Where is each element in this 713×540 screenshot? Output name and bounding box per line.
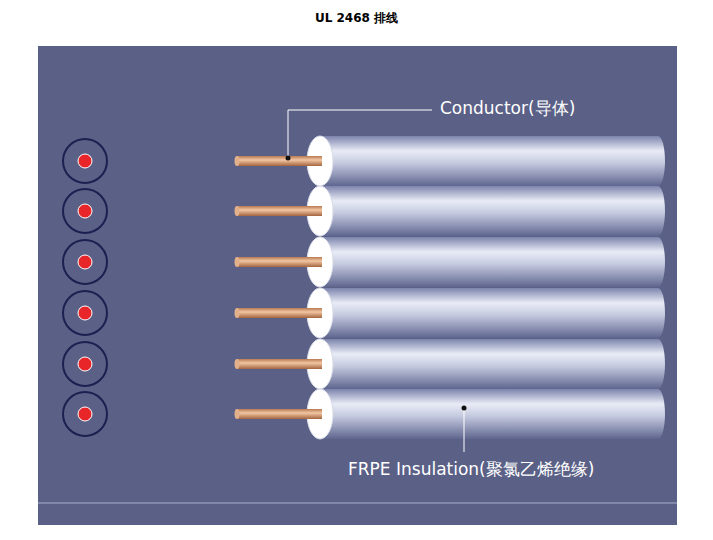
cross-section — [63, 342, 107, 386]
cable — [235, 288, 666, 338]
cable — [235, 339, 666, 389]
insulation-ring — [63, 342, 107, 386]
conductor-end — [235, 359, 240, 369]
insulation-jacket — [320, 237, 658, 287]
conductor-end — [235, 257, 240, 267]
copper-conductor — [237, 206, 322, 216]
cable — [235, 237, 666, 287]
insulation-ring — [63, 291, 107, 335]
insulation-jacket — [320, 288, 658, 338]
leader-line — [288, 110, 432, 158]
leader-lines — [286, 110, 467, 452]
insulation-ring — [63, 139, 107, 183]
insulation-jacket — [320, 339, 658, 389]
cross-section — [63, 392, 107, 436]
leader-line — [464, 408, 465, 452]
conductor-end — [235, 308, 240, 318]
conductor-end — [235, 409, 240, 419]
part-label: FRPE Insulation(聚氯乙烯绝缘) — [348, 458, 594, 481]
conductor-dot — [78, 204, 92, 218]
insulation-ring — [63, 240, 107, 284]
cross-section — [63, 240, 107, 284]
cross-section — [63, 291, 107, 335]
insulation-jacket — [320, 136, 658, 186]
panel-background — [38, 46, 677, 525]
conductor-dot — [78, 306, 92, 320]
conductor-dot — [78, 255, 92, 269]
copper-conductor — [237, 308, 322, 318]
conductor-dot — [78, 357, 92, 371]
insulation-ring — [63, 189, 107, 233]
conductor-end — [235, 156, 240, 166]
conductor-dot — [78, 154, 92, 168]
cross-section — [63, 139, 107, 183]
copper-conductor — [237, 409, 322, 419]
leader-dot — [462, 406, 467, 411]
cable — [235, 186, 666, 236]
copper-conductor — [237, 359, 322, 369]
divider-line — [38, 503, 677, 504]
leader-dot — [286, 156, 291, 161]
cable — [235, 389, 666, 439]
conductor-dot — [78, 407, 92, 421]
cross-section — [63, 189, 107, 233]
insulation-ring — [63, 392, 107, 436]
part-label: Conductor(导体) — [440, 97, 575, 120]
page-title: UL 2468 排线 — [0, 10, 713, 27]
copper-conductor — [237, 257, 322, 267]
copper-conductor — [237, 156, 322, 166]
conductor-end — [235, 206, 240, 216]
insulation-jacket — [320, 186, 658, 236]
cable — [235, 136, 666, 186]
insulation-jacket — [320, 389, 658, 439]
